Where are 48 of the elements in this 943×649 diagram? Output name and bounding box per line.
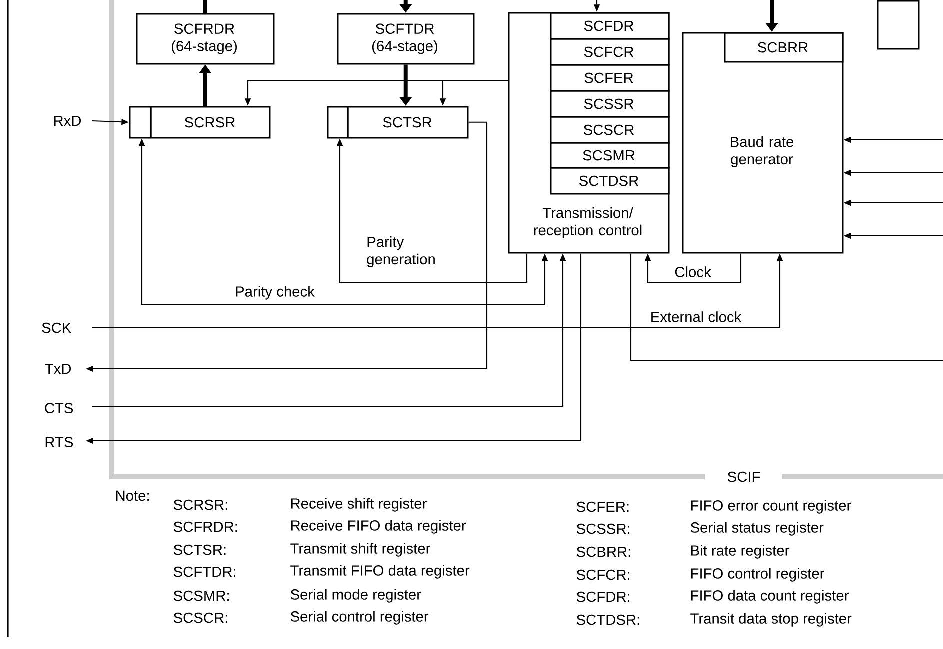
edge-label: Parity generation (367, 236, 435, 268)
register-abbreviation: SCFTDR: (174, 566, 236, 578)
register-box: SCFDR (550, 12, 670, 40)
register-abbreviation: SCTSR: (174, 544, 226, 556)
arrow (644, 254, 742, 284)
register-box (877, 0, 920, 50)
signal-pin-label: SCK (42, 322, 72, 334)
register-box: SCBRR (724, 32, 844, 63)
register-box: SCSMR (550, 142, 670, 169)
register-box: SCSSR (550, 90, 670, 118)
register-box: SCSCR (550, 116, 670, 144)
register-description: FIFO control register (691, 568, 824, 582)
register-description: FIFO data count register (691, 590, 849, 604)
register-abbreviation: SCFRDR: (174, 522, 238, 532)
register-description: Transmit shift register (290, 543, 430, 557)
signal-pin-label: TxD (45, 364, 72, 374)
register-abbreviation: SCSMR: (174, 590, 229, 602)
register-box: SCFER (550, 64, 670, 92)
register-description: Serial control register (290, 611, 429, 625)
register-abbreviation: SCFER: (576, 502, 629, 512)
shift-register-box: SCTSR (327, 106, 469, 139)
register-description: Bit rate register (691, 545, 790, 559)
signal-pin-label: CTS (44, 401, 74, 414)
register-description: FIFO error count register (691, 500, 852, 514)
register-abbreviation: SCSCR: (174, 612, 228, 624)
register-abbreviation: SCSSR: (576, 524, 630, 534)
register-description: Serial mode register (290, 589, 422, 603)
register-description: Receive FIFO data register (291, 520, 466, 534)
signal-pin-label: RTS (44, 435, 74, 448)
register-description: Transmit FIFO data register (290, 565, 470, 579)
shift-register-box: SCRSR (129, 106, 271, 139)
edge-label: Parity check (236, 286, 315, 300)
register-abbreviation: SCBRR: (576, 546, 630, 558)
signal-pin-label: RxD (54, 116, 82, 126)
fifo-register-box: SCFRDR (64-stage) (136, 13, 275, 65)
register-description: Serial status register (690, 522, 824, 536)
register-description: Receive shift register (291, 498, 427, 512)
fifo-register-box: SCFTDR (64-stage) (337, 13, 475, 65)
register-abbreviation: SCFCR: (576, 570, 630, 580)
register-description: Transit data stop register (690, 613, 852, 627)
register-abbreviation: SCTDSR: (576, 614, 640, 626)
edge-label: Clock (675, 266, 712, 278)
register-box: SCFCR (550, 38, 670, 66)
register-abbreviation: SCRSR: (174, 500, 228, 510)
note-label: Note: (116, 490, 149, 502)
edge-label: External clock (652, 312, 742, 322)
register-box: SCTDSR (550, 167, 670, 195)
register-abbreviation: SCFDR: (576, 592, 630, 602)
